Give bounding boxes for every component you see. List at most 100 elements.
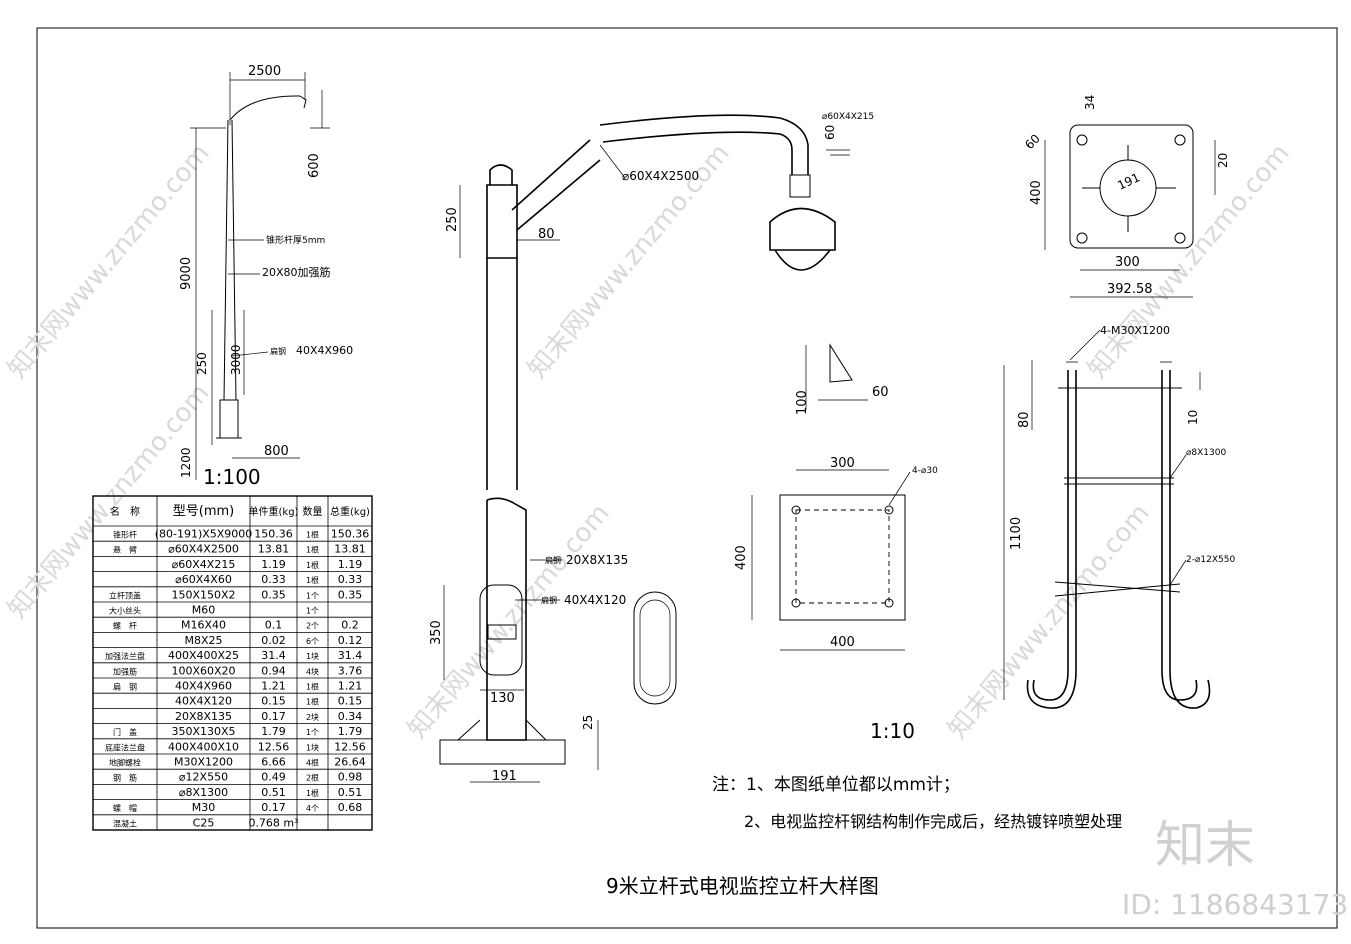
- sheet-border: [36, 27, 1338, 929]
- table-cell: 0.51: [338, 786, 363, 799]
- table-cell: 0.33: [261, 573, 286, 586]
- label-pipe-a: ⌀60X4X215: [822, 112, 874, 122]
- table-cell: 1块: [306, 651, 319, 661]
- table-cell: M30X1200: [174, 756, 233, 769]
- dim-dia: 191: [1115, 170, 1142, 192]
- anchor-bolt-detail: 4-M30X1200 80 10 1100 ⌀8X1300 2-⌀12X550: [1003, 324, 1235, 709]
- table-header: 名 称: [110, 505, 140, 518]
- dim-plate-300: 300: [830, 456, 855, 471]
- note-1: 注：1、本图纸单位都以mm计；: [712, 775, 960, 795]
- table-cell: 400X400X10: [168, 740, 239, 753]
- table-cell: 3.76: [338, 664, 363, 677]
- table-cell: 2个: [306, 622, 319, 631]
- table-cell: 1.79: [338, 725, 363, 738]
- table-cell: 1.19: [261, 558, 286, 571]
- table-cell: 6.66: [261, 756, 286, 769]
- table-cell: C25: [193, 816, 215, 829]
- table-cell: 150.36: [331, 528, 370, 541]
- table-cell: 0.17: [261, 710, 286, 723]
- table-cell: 门 盖: [113, 727, 137, 737]
- table-cell: 31.4: [261, 649, 286, 662]
- dim-flange-392: 392.58: [1107, 282, 1153, 297]
- table-cell: (80-191)X5X9000: [155, 528, 253, 541]
- table-cell: 26.64: [334, 756, 366, 769]
- table-cell: 螺 杆: [113, 621, 137, 631]
- dim-plate-400h: 400: [734, 545, 749, 570]
- table-cell: 1根: [306, 788, 319, 798]
- base-detail: 扁钢 20X8X135 扁钢 40X4X120 350 130 25 191: [429, 497, 677, 784]
- dim-191: 191: [492, 769, 517, 784]
- label-flat-size: 40X4X960: [296, 344, 353, 357]
- label-flat-1: 扁钢: [545, 555, 561, 565]
- dim-plate-400w: 400: [830, 635, 855, 650]
- table-cell: 150.36: [254, 528, 293, 541]
- table-cell: 1根: [306, 682, 319, 692]
- table-cell: 40X4X960: [175, 680, 232, 693]
- table-cell: 0.49: [261, 771, 286, 784]
- table-cell: 锥形杆: [113, 530, 137, 540]
- dim-door: 250: [195, 352, 209, 375]
- table-cell: 0.35: [261, 588, 286, 601]
- table-cell: 0.17: [261, 801, 286, 814]
- materials-table: 名 称型号(mm)单件重(kg)数量总重(kg)锥形杆(80-191)X5X90…: [92, 495, 373, 831]
- table-cell: 400X400X25: [168, 649, 239, 662]
- dim-arm-length: 2500: [248, 64, 281, 79]
- table-cell: M30: [192, 801, 216, 814]
- dim-flange-34: 34: [1083, 95, 1097, 110]
- table-cell: 1.79: [261, 725, 286, 738]
- table-cell: 混凝土: [113, 818, 137, 828]
- table-cell: M60: [192, 604, 216, 617]
- table-cell: 6个: [306, 637, 319, 646]
- dim-arm-drop: 600: [307, 153, 322, 178]
- dim-flange-60: 60: [1022, 131, 1043, 152]
- rib-detail: 100 60: [795, 343, 889, 415]
- table-cell: 40X4X120: [175, 695, 232, 708]
- label-plate: 20X80加强筋: [262, 265, 331, 279]
- dim-25: 25: [581, 715, 595, 730]
- label-rod-1: ⌀8X1300: [1186, 448, 1226, 458]
- scale-detail: 1:10: [870, 719, 915, 743]
- drawing-title: 9米立杆式电视监控立杆大样图: [606, 874, 879, 898]
- dim-rib-height: 100: [795, 390, 810, 415]
- label-flat-1-size: 20X8X135: [566, 553, 628, 567]
- table-cell: 1根: [306, 545, 319, 555]
- table-cell: 0.98: [338, 771, 363, 784]
- table-cell: ⌀60X4X215: [172, 558, 236, 571]
- dim-60: 60: [823, 125, 837, 140]
- table-cell: 1根: [306, 560, 319, 570]
- table-cell: 1.21: [261, 680, 286, 693]
- table-cell: 13.81: [334, 543, 366, 556]
- label-flat-2: 扁钢: [541, 595, 557, 605]
- note-2: 2、电视监控杆钢结构制作完成后，经热镀锌喷塑处理: [744, 812, 1122, 831]
- table-cell: ⌀60X4X60: [175, 573, 232, 586]
- table-cell: 底座法兰盘: [105, 742, 145, 752]
- watermark-id: ID: 1186843173: [1122, 888, 1348, 921]
- dim-flange-400: 400: [1029, 180, 1044, 205]
- table-cell: 2块: [306, 712, 319, 722]
- dim-flange-300: 300: [1115, 255, 1140, 270]
- table-cell: 100X60X20: [171, 664, 235, 677]
- table-cell: 1个: [306, 728, 319, 737]
- scale-main: 1:100: [203, 465, 261, 489]
- table-cell: 0.02: [261, 634, 286, 647]
- table-cell: 1个: [306, 607, 319, 616]
- table-cell: M16X40: [181, 619, 226, 632]
- table-cell: 扁 钢: [113, 682, 137, 692]
- label-rod-2: 2-⌀12X550: [1186, 555, 1235, 565]
- base-plate-detail: 300 4-⌀30 400 400: [734, 456, 938, 651]
- table-cell: 0.15: [261, 695, 286, 708]
- dim-350: 350: [429, 620, 444, 645]
- table-cell: 1根: [306, 575, 319, 585]
- table-cell: 2根: [306, 773, 319, 783]
- table-cell: ⌀8X1300: [179, 786, 228, 799]
- table-cell: 加强法兰盘: [105, 651, 145, 661]
- table-cell: 4个: [306, 804, 319, 813]
- table-cell: 地脚螺栓: [109, 758, 141, 768]
- table-cell: 0.68: [338, 801, 363, 814]
- table-cell: 悬 臂: [113, 545, 137, 555]
- table-cell: 0.1: [265, 619, 283, 632]
- dim-flange-20: 20: [1216, 153, 1230, 168]
- table-cell: 4块: [306, 666, 319, 676]
- dim-130: 130: [490, 691, 515, 706]
- table-header: 型号(mm): [173, 504, 234, 519]
